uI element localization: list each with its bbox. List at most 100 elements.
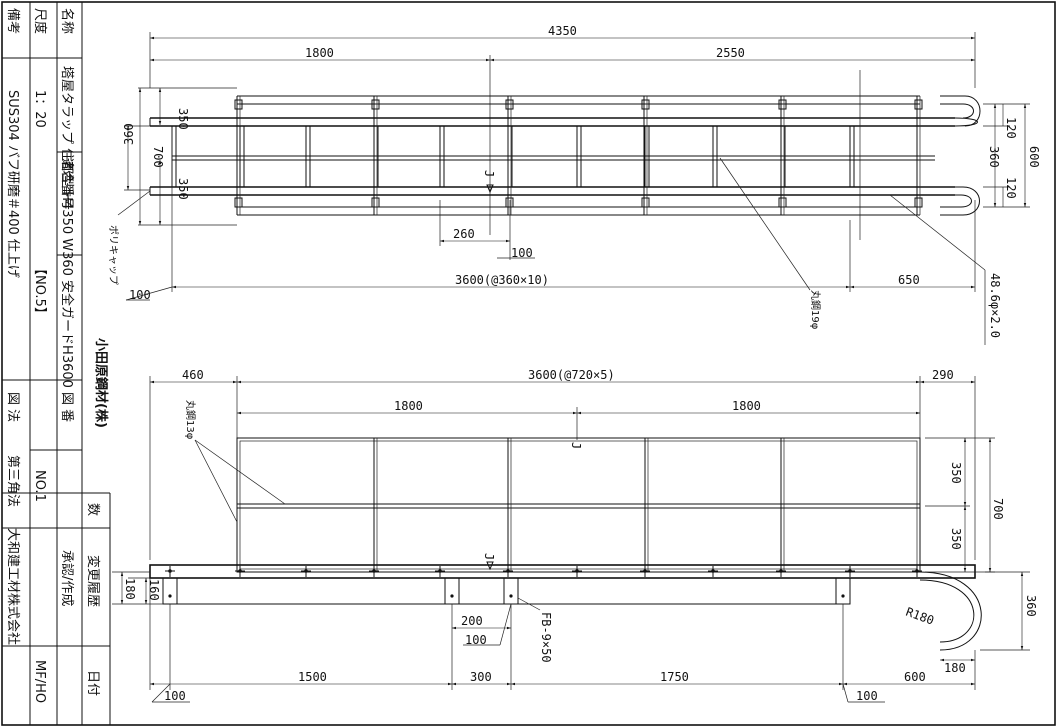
post-clamp-bottom-2 <box>505 197 514 208</box>
maker-label: 小田原鋼材(株) <box>93 338 109 428</box>
dim-360-right: 360 <box>987 146 1001 168</box>
front-view: 460 3600(@720×5) 290 1800 1800 J J <box>112 368 1038 703</box>
dim-3600-pitch-front: 3600(@720×5) <box>528 368 615 382</box>
dim-2550: 2550 <box>716 46 745 60</box>
dim-120-a: 120 <box>1004 117 1018 139</box>
drawing-no-label: 図 番 <box>59 392 74 422</box>
dim-350-front-a: 350 <box>949 462 963 484</box>
guard-posts-front <box>373 438 785 572</box>
bolt-dot-1 <box>238 569 242 573</box>
scale-value: 1：20 <box>32 90 47 128</box>
company-name: 大和建工材株式会社 <box>5 528 21 645</box>
section-mark-j-front-bottom: J <box>482 553 496 560</box>
date-label: 日付 <box>85 670 100 696</box>
dim-1800: 1800 <box>305 46 334 60</box>
bolt-dot-11 <box>915 569 919 573</box>
code-label: 適合番号 <box>59 158 75 210</box>
name-value: 塔屋タラップ 住都型 H4350 W360 安全ガードH3600 <box>59 66 75 388</box>
dim-1800-front-a: 1800 <box>394 399 423 413</box>
approval-value: MF/HO <box>32 660 47 703</box>
note-label: 備考 <box>5 8 21 34</box>
approval-label: 承認/作成 <box>59 550 75 606</box>
bolts-front <box>165 566 922 598</box>
round-bar-13-label: 丸鋼13φ <box>184 400 197 440</box>
dim-1800-front-b: 1800 <box>732 399 761 413</box>
bolt-dot-9 <box>779 569 783 573</box>
dim-360: 360 <box>122 123 136 145</box>
dim-360-front-right: 360 <box>1024 595 1038 617</box>
title-block: 名称 塔屋タラップ 住都型 H4350 W360 安全ガードH3600 尺度 1… <box>2 2 111 725</box>
dim-100-top: 100 <box>511 246 533 260</box>
anchor-dot-2 <box>509 594 513 598</box>
bolt-dot-10 <box>848 569 852 573</box>
dim-3600-pitch-top: 3600(@360×10) <box>455 273 549 287</box>
post-clamp-bottom-4 <box>778 197 787 208</box>
flat-bar-label: FB-9×50 <box>539 612 553 663</box>
bolt-dot-8 <box>711 569 715 573</box>
dim-1500: 1500 <box>298 670 327 684</box>
scale-label: 尺度 <box>32 8 48 34</box>
dim-650: 650 <box>898 273 920 287</box>
post-clamp-top-5 <box>914 99 923 110</box>
note-value: SUS304 バフ研磨＃400 仕上げ <box>5 90 20 278</box>
anchor-dot-3 <box>841 594 845 598</box>
dim-700: 700 <box>151 146 165 168</box>
dim-160: 160 <box>147 579 161 601</box>
pipe-spec-label: 48.6φ×2.0 <box>988 273 1002 338</box>
dim-300: 300 <box>470 670 492 684</box>
post-clamp-top-0 <box>234 99 243 110</box>
dim-100-bottom-right: 100 <box>856 689 878 703</box>
post-clamp-top-2 <box>505 99 514 110</box>
post-clamp-bottom-5 <box>914 197 923 208</box>
bolt-dot-2 <box>304 569 308 573</box>
dim-350-front-b: 350 <box>949 528 963 550</box>
dim-260: 260 <box>453 227 475 241</box>
dim-100-front: 100 <box>465 633 487 647</box>
code-value: 【NO.5】 <box>32 262 47 320</box>
method-value: 第三角法 <box>5 455 20 507</box>
post-clamp-top-3 <box>641 99 650 110</box>
method-label: 図 法 <box>5 392 20 422</box>
dim-r180: R180 <box>904 605 936 628</box>
post-clamp-bottom-3 <box>641 197 650 208</box>
post-clamp-bottom-0 <box>234 197 243 208</box>
dim-100-bottom-left: 100 <box>164 689 186 703</box>
revision-count-label: 数 <box>85 503 100 516</box>
dim-120-b: 120 <box>1004 177 1018 199</box>
cap-label: ポリキャップ <box>107 225 119 285</box>
dim-350-b: 350 <box>176 178 190 200</box>
dim-4350: 4350 <box>548 24 577 38</box>
anchor-dot-1 <box>450 594 454 598</box>
section-mark-j-front-top: J <box>569 442 583 449</box>
post-clamp-top-1 <box>371 99 380 110</box>
bolt-dot-0 <box>168 569 172 573</box>
dim-1750: 1750 <box>660 670 689 684</box>
section-mark-j-top: J <box>482 170 496 177</box>
dim-460: 460 <box>182 368 204 382</box>
dim-200: 200 <box>461 614 483 628</box>
dim-180-left: 180 <box>123 578 137 600</box>
name-label: 名称 <box>59 8 75 34</box>
dim-100-top-left: 100 <box>129 288 151 302</box>
bolt-dot-7 <box>643 569 647 573</box>
bolt-dot-4 <box>438 569 442 573</box>
anchor-dot-0 <box>168 594 172 598</box>
revision-history-label: 変更履歴 <box>85 555 101 607</box>
dim-350-a: 350 <box>176 108 190 130</box>
dim-700-front: 700 <box>991 498 1005 520</box>
bolt-dot-6 <box>575 569 579 573</box>
drawing-no-value: NO.1 <box>32 470 47 502</box>
bolt-dot-5 <box>506 569 510 573</box>
bolt-dot-3 <box>372 569 376 573</box>
dim-290: 290 <box>932 368 954 382</box>
dim-600: 600 <box>1027 146 1041 168</box>
dim-180-right: 180 <box>944 661 966 675</box>
post-clamp-top-4 <box>778 99 787 110</box>
top-view: 4350 1800 2550 <box>107 24 1041 345</box>
dim-600-bottom: 600 <box>904 670 926 684</box>
post-clamp-bottom-1 <box>371 197 380 208</box>
round-bar-19-label: 丸鋼19φ <box>809 290 822 330</box>
